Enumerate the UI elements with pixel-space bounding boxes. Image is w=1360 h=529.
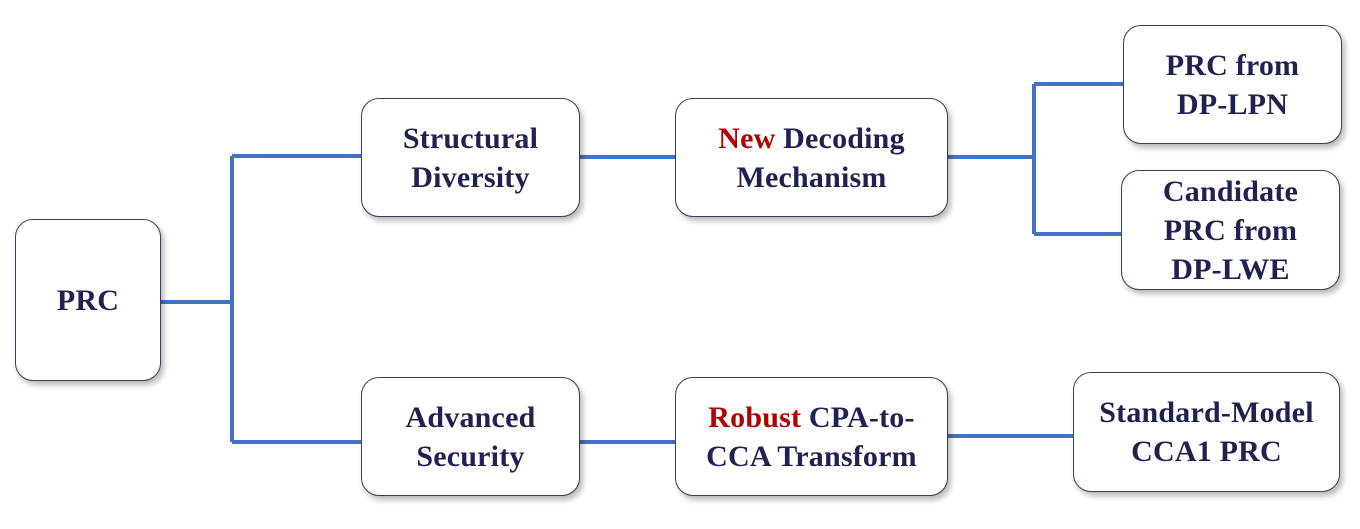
node-structural-line2: Diversity (411, 160, 530, 194)
node-structural-diversity: Structural Diversity (361, 98, 580, 217)
node-lwe-line2: PRC from (1163, 213, 1298, 247)
node-advanced-line2: Security (416, 439, 525, 473)
node-standard-line1: Standard-Model (1099, 396, 1314, 429)
node-lwe-line3: DP-LWE (1171, 252, 1290, 286)
node-new-decoding-mechanism: New Decoding Mechanism (675, 98, 948, 217)
node-advanced-line1: Advanced (405, 400, 536, 434)
node-robust-line2: CCA Transform (706, 439, 917, 473)
node-lpn-line1: PRC from (1165, 48, 1300, 82)
node-robust-line1: Robust CPA-to- (706, 398, 917, 437)
node-standard-line2: CCA1 PRC (1131, 435, 1282, 468)
node-decoding-line1-rest: Decoding (783, 121, 905, 155)
node-standard-model-cca1-prc: Standard-Model CCA1 PRC (1073, 372, 1340, 492)
node-robust-transform: Robust CPA-to- CCA Transform (675, 377, 948, 496)
node-lwe-line1: Candidate (1162, 174, 1299, 208)
node-prc: PRC (15, 219, 161, 381)
node-prc-label: PRC (56, 283, 120, 317)
node-robust-accent: Robust (708, 400, 802, 434)
node-advanced-security: Advanced Security (361, 377, 580, 496)
node-decoding-line1: New Decoding (718, 119, 905, 158)
node-lpn-line2: DP-LPN (1176, 87, 1289, 121)
node-decoding-line2: Mechanism (736, 160, 887, 194)
node-structural-line1: Structural (402, 121, 539, 155)
node-decoding-accent: New (718, 121, 776, 155)
node-robust-line1-rest: CPA-to- (808, 400, 915, 434)
node-candidate-prc-from-dp-lwe: Candidate PRC from DP-LWE (1121, 170, 1340, 290)
node-prc-from-dp-lpn: PRC from DP-LPN (1123, 25, 1342, 144)
